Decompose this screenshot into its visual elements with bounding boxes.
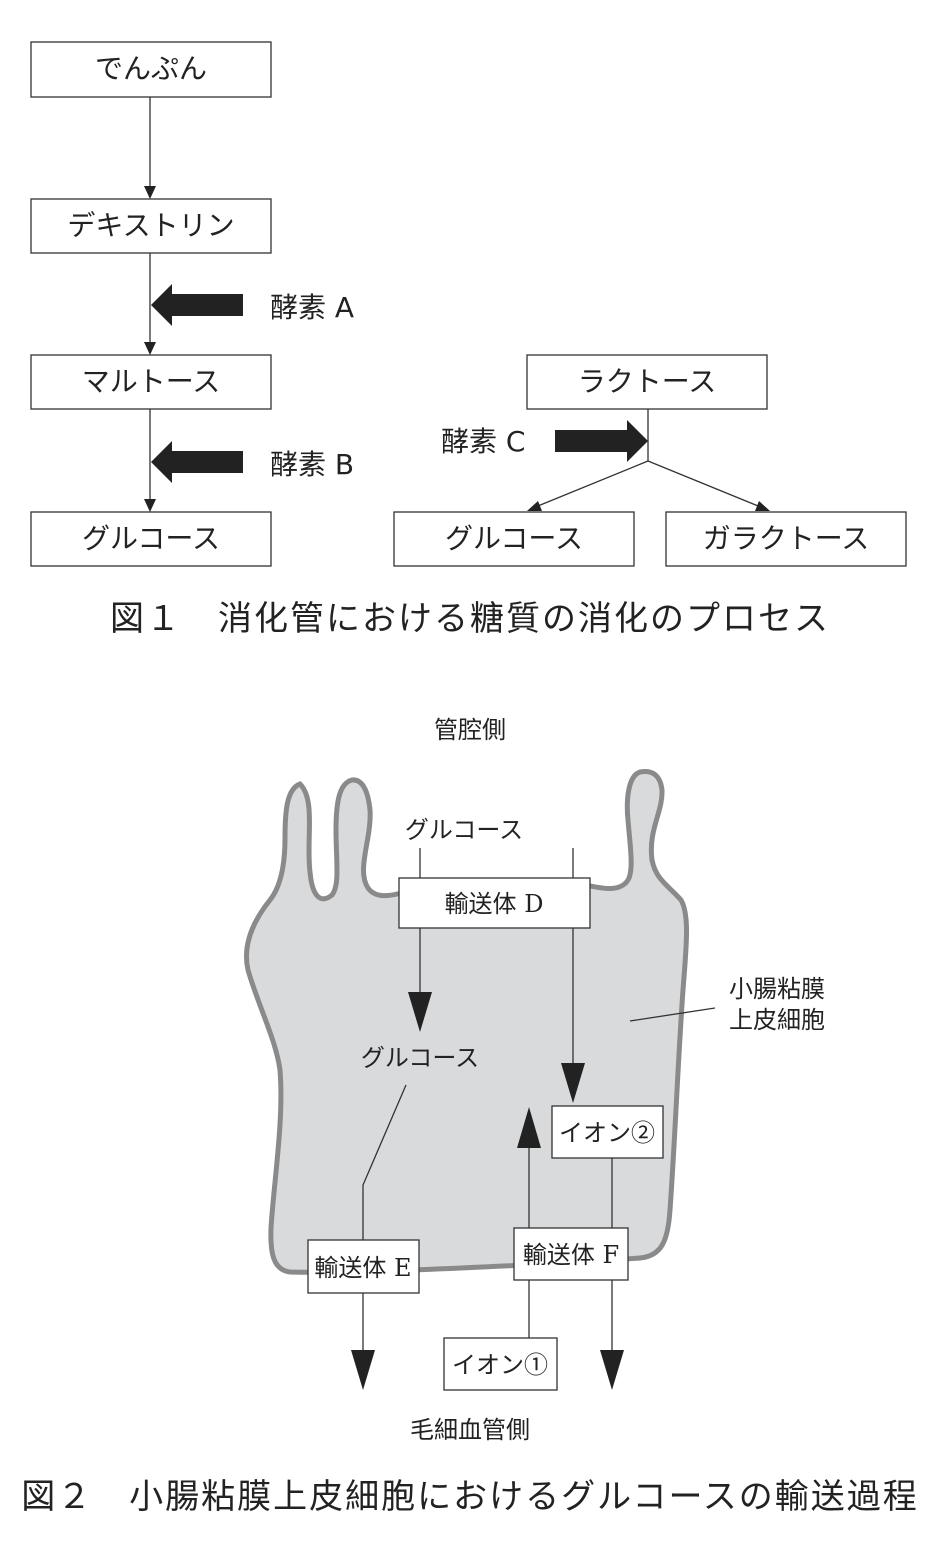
cell-label-line2: 上皮細胞 xyxy=(729,1006,825,1034)
ion2-out-arrow-icon xyxy=(600,1350,624,1390)
ion2-label: イオン② xyxy=(559,1119,655,1147)
enzyme-b-arrow-icon xyxy=(151,441,243,483)
lactose-branch-right xyxy=(647,460,764,509)
ion1-label: イオン① xyxy=(452,1351,548,1379)
figure-2: 管腔側 グルコース 輸送体 D 小腸粘膜 上皮細胞 グルコース イオン② 輸送体… xyxy=(21,716,919,1517)
glucose2-box xyxy=(393,511,635,567)
cell-label-leader xyxy=(629,1007,716,1022)
arrowhead-galactose xyxy=(755,501,770,511)
transporter-f-box xyxy=(513,1227,629,1281)
lactose-label: ラクトース xyxy=(578,365,717,398)
figure-2-caption: 図２ 小腸粘膜上皮細胞におけるグルコースの輸送過程 xyxy=(21,1477,919,1517)
maltose-label: マルトース xyxy=(82,365,221,398)
glucose-mid-label: グルコース xyxy=(361,1044,479,1072)
dextrin-box xyxy=(30,198,272,254)
enzyme-c-arrow-icon xyxy=(555,420,648,462)
transporter-d-box xyxy=(398,877,591,929)
epithelial-cell-shape xyxy=(243,769,689,1275)
dextrin-label: デキストリン xyxy=(67,209,234,242)
cell-label-line1: 小腸粘膜 xyxy=(729,975,825,1003)
enzyme-b-label: 酵素 B xyxy=(270,448,354,481)
glucose-to-e-line xyxy=(362,1084,407,1240)
maltose-box xyxy=(30,354,272,410)
lumen-side-label: 管腔側 xyxy=(434,716,506,744)
figure-1: でんぷん デキストリン マルトース グルコース 酵素 A 酵素 B ラクトース … xyxy=(30,41,907,639)
ion2-box xyxy=(551,1105,664,1159)
arrowhead-glucose xyxy=(144,499,156,512)
glucose-down-arrow-icon xyxy=(408,992,432,1032)
starch-box xyxy=(30,41,272,98)
transporter-e-box xyxy=(307,1239,420,1294)
enzyme-a-arrow-icon xyxy=(151,284,243,326)
galactose-label: ガラクトース xyxy=(703,522,870,555)
glucose2-label: グルコース xyxy=(445,522,583,555)
enzyme-c-label: 酵素 C xyxy=(441,425,525,458)
ion-up-arrow-icon xyxy=(517,1107,541,1148)
lactose-branch-left xyxy=(532,460,649,509)
transporter-f-label: 輸送体 F xyxy=(523,1241,619,1269)
starch-label: でんぷん xyxy=(95,52,207,85)
ion-down-arrow-icon xyxy=(561,1063,585,1103)
figure-1-caption: 図１ 消化管における糖質の消化のプロセス xyxy=(110,599,830,639)
lactose-box xyxy=(526,354,768,410)
transporter-d-label: 輸送体 D xyxy=(445,890,544,918)
glucose-label: グルコース xyxy=(82,522,220,555)
ion1-box xyxy=(443,1337,558,1391)
glucose-box xyxy=(30,511,272,567)
glucose-top-label: グルコース xyxy=(405,816,523,844)
arrowhead-dextrin xyxy=(144,186,156,199)
galactose-box xyxy=(665,511,907,567)
capillary-side-label: 毛細血管側 xyxy=(410,1416,530,1444)
arrowhead-glucose2 xyxy=(527,501,542,511)
transporter-e-label: 輸送体 E xyxy=(314,1254,411,1282)
glucose-out-arrow-icon xyxy=(351,1350,375,1390)
arrowhead-maltose xyxy=(144,342,156,355)
enzyme-a-label: 酵素 A xyxy=(270,291,354,324)
